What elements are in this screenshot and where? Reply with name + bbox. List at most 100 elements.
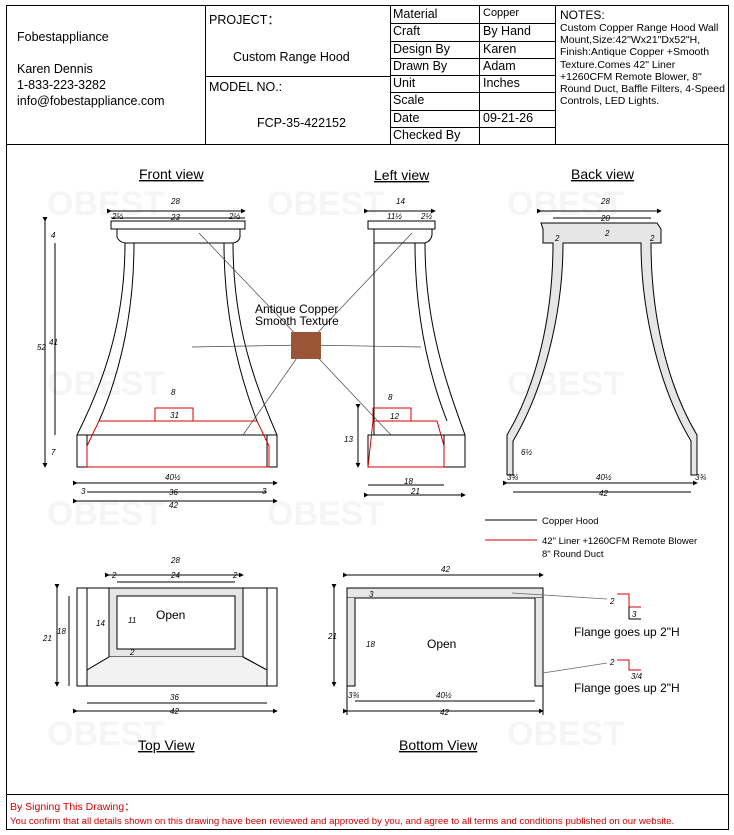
- svg-text:3¾: 3¾: [695, 473, 706, 482]
- legend: Copper Hood 42" Liner +1260CFM Remote Bl…: [485, 516, 697, 560]
- notes-title: NOTES:: [560, 8, 605, 22]
- svg-text:2: 2: [232, 571, 238, 580]
- svg-text:42: 42: [170, 707, 179, 716]
- spec-value: Inches: [483, 76, 520, 90]
- contact-phone: 1-833-223-3282: [17, 78, 106, 92]
- svg-text:13: 13: [344, 435, 353, 444]
- left-dimensions: 14 11½ 2½ 8 12 13 18 21: [344, 197, 432, 496]
- company-name: Fobestappliance: [17, 30, 109, 44]
- svg-text:36: 36: [170, 693, 179, 702]
- svg-text:OBEST: OBEST: [47, 365, 164, 403]
- svg-text:2: 2: [649, 234, 655, 243]
- svg-text:8: 8: [171, 388, 176, 397]
- svg-text:OBEST: OBEST: [507, 365, 624, 403]
- flange-label-1: Flange goes up 2"H: [574, 625, 680, 639]
- spec-value: Karen: [483, 41, 517, 56]
- svg-text:3¾: 3¾: [348, 691, 359, 700]
- svg-text:7: 7: [51, 448, 56, 457]
- svg-text:OBEST: OBEST: [267, 495, 384, 533]
- svg-text:11½: 11½: [387, 212, 402, 221]
- back-view-title: Back view: [571, 166, 635, 182]
- top-view-drawing: [54, 572, 278, 714]
- spec-value: Copper: [483, 7, 520, 19]
- svg-text:41: 41: [49, 338, 58, 347]
- back-dimensions: 28 20 2 2 2 6½ 3¾ 3¾ 40½ 42: [507, 197, 706, 498]
- front-dimensions: 28 23 2½ 2½ 52 41 4 7 8 31 40½ 36 3 3 42: [37, 197, 267, 510]
- svg-text:20: 20: [600, 214, 610, 223]
- legend-liner-label: 42" Liner +1260CFM Remote Blower: [542, 536, 697, 547]
- model-label: MODEL NO.:: [209, 80, 283, 94]
- left-view-drawing: [355, 208, 466, 498]
- svg-text:2: 2: [609, 658, 615, 667]
- svg-text:28: 28: [170, 556, 180, 565]
- bottom-view-title: Bottom View: [399, 737, 478, 753]
- spec-label: Drawn By: [393, 58, 448, 73]
- svg-text:21: 21: [410, 487, 420, 496]
- svg-text:3¾: 3¾: [507, 473, 518, 482]
- finish-label-line2: Smooth Texture: [255, 314, 339, 328]
- spec-row-divider: [390, 126, 556, 128]
- signature-footer: By Signing This Drawing： You confirm tha…: [6, 794, 729, 830]
- top-dimensions: 28 24 2 2 21 18 14 11 2 36 42: [42, 556, 238, 716]
- svg-text:28: 28: [170, 197, 180, 206]
- spec-row-divider: [390, 40, 556, 42]
- svg-text:11: 11: [128, 616, 136, 625]
- spec-row-divider: [390, 23, 556, 25]
- svg-text:2½: 2½: [420, 212, 432, 221]
- svg-text:2½: 2½: [111, 212, 123, 221]
- spec-row-divider: [390, 75, 556, 76]
- svg-text:18: 18: [57, 627, 66, 636]
- front-view-title: Front view: [139, 166, 204, 182]
- back-view-drawing: [506, 222, 698, 476]
- spec-row-divider: [390, 92, 556, 94]
- svg-text:42: 42: [599, 489, 608, 498]
- svg-text:OBEST: OBEST: [267, 185, 384, 223]
- flange-details: [617, 593, 641, 671]
- finish-label-line1: Antique Copper: [255, 302, 338, 316]
- spec-value: 09-21-26: [483, 110, 534, 125]
- svg-text:36: 36: [169, 488, 178, 497]
- spec-label: Scale: [393, 93, 425, 108]
- left-view-title: Left view: [374, 167, 430, 183]
- svg-text:14: 14: [96, 619, 105, 628]
- svg-text:40½: 40½: [436, 691, 452, 700]
- svg-text:2: 2: [604, 229, 610, 238]
- spec-label: Date: [393, 110, 420, 125]
- svg-text:8: 8: [388, 393, 393, 402]
- svg-text:2: 2: [554, 234, 560, 243]
- spec-label: Checked By: [393, 127, 461, 142]
- svg-text:4: 4: [51, 231, 56, 240]
- svg-text:42: 42: [169, 501, 178, 510]
- model-value: FCP-35-422152: [257, 116, 346, 130]
- front-view-drawing: [42, 208, 278, 504]
- notes-block: NOTES: Custom Copper Range Hood Wall Mou…: [556, 6, 730, 144]
- svg-text:31: 31: [170, 411, 179, 420]
- bottom-open-label: Open: [427, 637, 456, 651]
- spec-label: Craft: [393, 24, 421, 39]
- drawing-area: OBEST OBEST OBEST OBEST OBEST OBEST OBES…: [6, 145, 729, 795]
- svg-text:42: 42: [440, 708, 449, 717]
- svg-text:12: 12: [390, 412, 399, 421]
- svg-text:OBEST: OBEST: [507, 715, 624, 753]
- legend-copper-label: Copper Hood: [542, 516, 599, 527]
- top-view-title: Top View: [138, 737, 195, 753]
- svg-text:2: 2: [609, 597, 615, 606]
- svg-text:3: 3: [81, 487, 86, 496]
- footer-text: You confirm that all details shown on th…: [10, 816, 675, 827]
- finish-callout-lines: [191, 232, 422, 436]
- svg-text:21: 21: [327, 632, 337, 641]
- project-value: Custom Range Hood: [233, 50, 350, 64]
- svg-text:6½: 6½: [521, 448, 532, 457]
- svg-text:21: 21: [42, 634, 52, 643]
- notes-body: Custom Copper Range Hood Wall Mount,Size…: [560, 22, 725, 108]
- spec-value: By Hand: [483, 24, 531, 39]
- svg-text:2: 2: [129, 648, 135, 657]
- bottom-dimensions: 42 3 21 18 3¾ 40½ 42 2 3 2 3/4: [327, 565, 643, 717]
- svg-text:3: 3: [632, 610, 637, 619]
- contact-email: info@fobestappliance.com: [17, 94, 165, 108]
- divider: [205, 6, 206, 144]
- spec-label: Material: [393, 7, 438, 21]
- contact-name: Karen Dennis: [17, 62, 93, 76]
- back-dim-lines: [502, 208, 698, 493]
- svg-text:3/4: 3/4: [631, 672, 643, 681]
